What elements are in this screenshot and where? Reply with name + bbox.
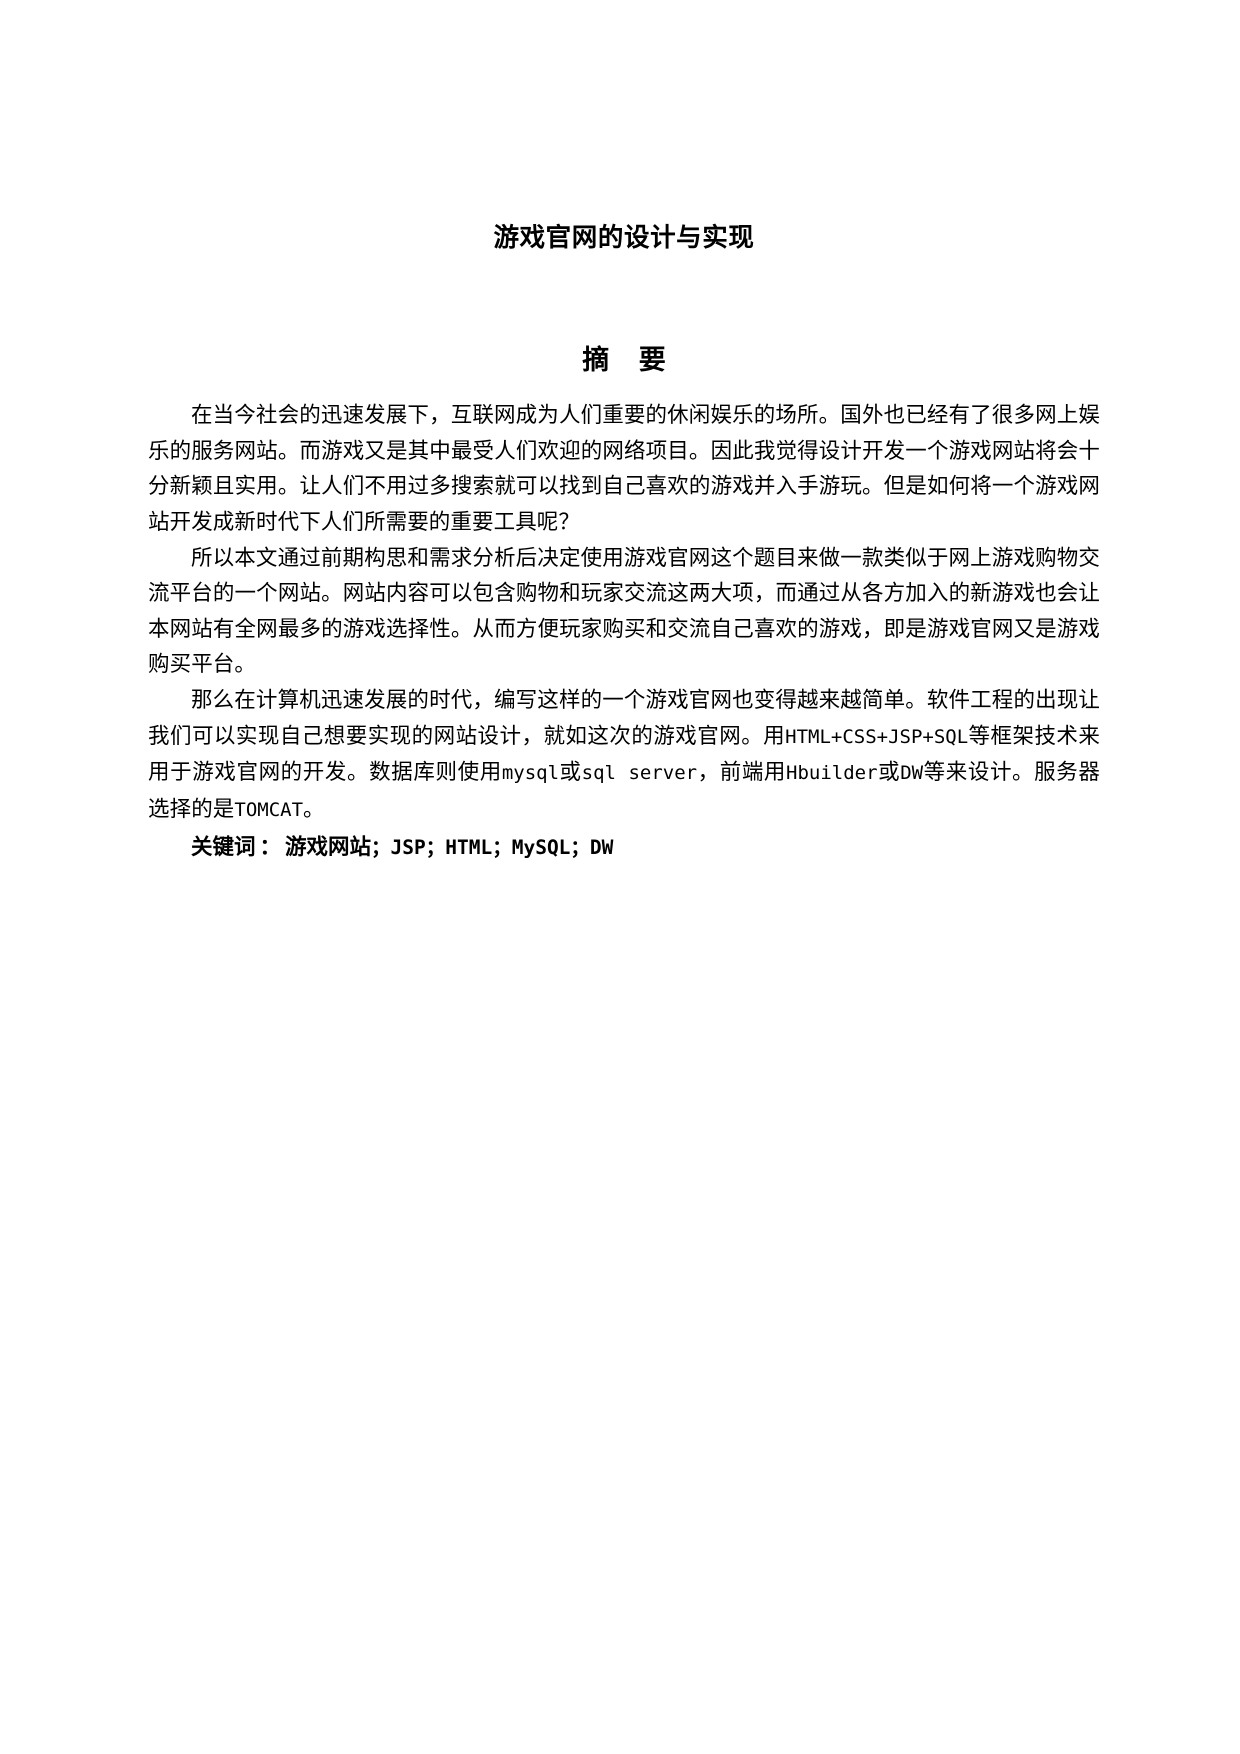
- frontend-tool-hbuilder: Hbuilder: [786, 762, 878, 785]
- tech-stack-term: HTML+CSS+JSP+SQL: [785, 725, 969, 748]
- paragraph-3-mid-3: ，前端用: [697, 760, 787, 786]
- keywords-separator: ：: [259, 835, 282, 861]
- frontend-tool-dw: DW: [900, 762, 924, 785]
- paragraph-3-mid-5: 等来设计。服务器选择的是: [148, 760, 1101, 822]
- abstract-body: 在当今社会的迅速发展下，互联网成为人们重要的休闲娱乐的场所。国外也已经有了很多网…: [148, 398, 1100, 866]
- keyword-item-first: 游戏网站: [285, 835, 372, 861]
- page-content-column: 游戏官网的设计与实现 摘 要 在当今社会的迅速发展下，互联网成为人们重要的休闲娱…: [148, 0, 1100, 866]
- page-title: 游戏官网的设计与实现: [493, 223, 755, 253]
- keywords-line: 关键词：游戏网站；JSP；HTML；MySQL；DW: [148, 828, 1100, 866]
- paragraph-3-mid-4: 或: [877, 760, 901, 786]
- server-term-tomcat: TOMCAT: [234, 798, 304, 821]
- paragraph-3-lead: 那么在计算机迅速发展的时代，编写这样的一个游戏官网也变得越来越简单。软件工程的出…: [148, 687, 1100, 749]
- keywords-label: 关键词: [191, 835, 256, 861]
- paragraph-3-tail: 。: [303, 796, 325, 822]
- paragraph-2: 所以本文通过前期构思和需求分析后决定使用游戏官网这个题目来做一款类似于网上游戏购…: [148, 545, 1100, 678]
- database-term-sqlserver: sql server: [581, 762, 698, 785]
- paragraph-1: 在当今社会的迅速发展下，互联网成为人们重要的休闲娱乐的场所。国外也已经有了很多网…: [148, 403, 1100, 536]
- paragraph-3-mid-2: 或: [559, 760, 582, 786]
- paragraph-3-mid-1: 等框架技术来用于游戏官网的开发。数据库则使用: [148, 723, 1100, 786]
- abstract-heading: 摘 要: [582, 345, 676, 377]
- database-term-mysql: mysql: [501, 762, 560, 785]
- paragraph-3: 那么在计算机迅速发展的时代，编写这样的一个游戏官网也变得越来越简单。软件工程的出…: [148, 683, 1100, 828]
- keyword-items-rest: ；JSP；HTML；MySQL；DW: [371, 836, 614, 860]
